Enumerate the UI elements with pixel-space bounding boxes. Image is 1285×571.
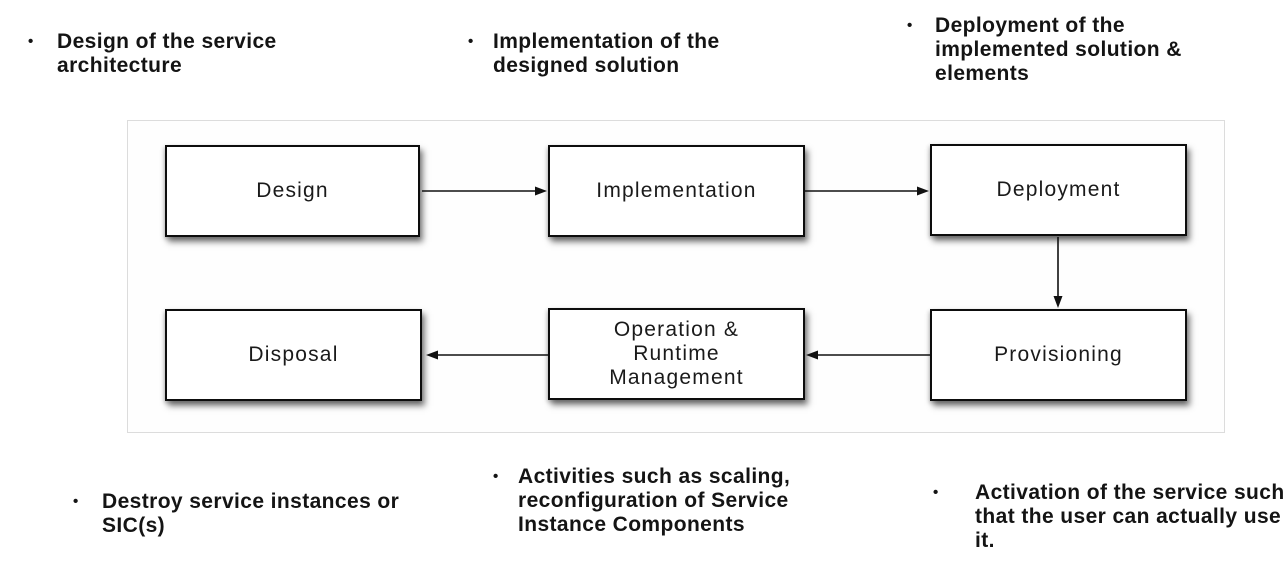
box-label: Disposal — [248, 343, 339, 366]
annotation-text: Activities such as scaling, reconfigurat… — [518, 465, 791, 536]
bullet-icon: • — [933, 484, 939, 501]
bullet-icon: • — [493, 468, 499, 485]
annotation-operation: • Activities such as scaling, reconfigur… — [493, 465, 878, 537]
annotation-deployment: • Deployment of the implemented solution… — [907, 14, 1235, 86]
annotation-text: Destroy service instances or SIC(s) — [102, 490, 400, 537]
annotation-text: Deployment of the implemented solution &… — [935, 14, 1182, 85]
annotation-design: • Design of the service architecture — [28, 30, 357, 78]
box-label: Deployment — [996, 178, 1121, 201]
annotation-provisioning: • Activation of the service such that th… — [933, 481, 1285, 553]
bullet-icon: • — [28, 33, 34, 50]
flow-box-operation-runtime-management: Operation & Runtime Management — [548, 308, 805, 400]
flow-box-design: Design — [165, 145, 420, 237]
bullet-icon: • — [468, 33, 474, 50]
flow-box-disposal: Disposal — [165, 309, 422, 401]
bullet-icon: • — [907, 17, 913, 34]
annotation-text: Design of the service architecture — [57, 30, 277, 77]
annotation-text: Implementation of the designed solution — [493, 30, 720, 77]
bullet-icon: • — [73, 493, 79, 510]
flow-box-deployment: Deployment — [930, 144, 1187, 236]
flow-box-implementation: Implementation — [548, 145, 805, 237]
annotation-disposal: • Destroy service instances or SIC(s) — [73, 490, 422, 538]
box-label: Design — [256, 179, 329, 202]
flow-box-provisioning: Provisioning — [930, 309, 1187, 401]
annotation-implementation: • Implementation of the designed solutio… — [468, 30, 798, 78]
box-label: Implementation — [596, 179, 757, 202]
box-label: Provisioning — [994, 343, 1123, 366]
annotation-text: Activation of the service such that the … — [975, 481, 1285, 552]
box-label: Operation & Runtime Management — [609, 318, 744, 389]
